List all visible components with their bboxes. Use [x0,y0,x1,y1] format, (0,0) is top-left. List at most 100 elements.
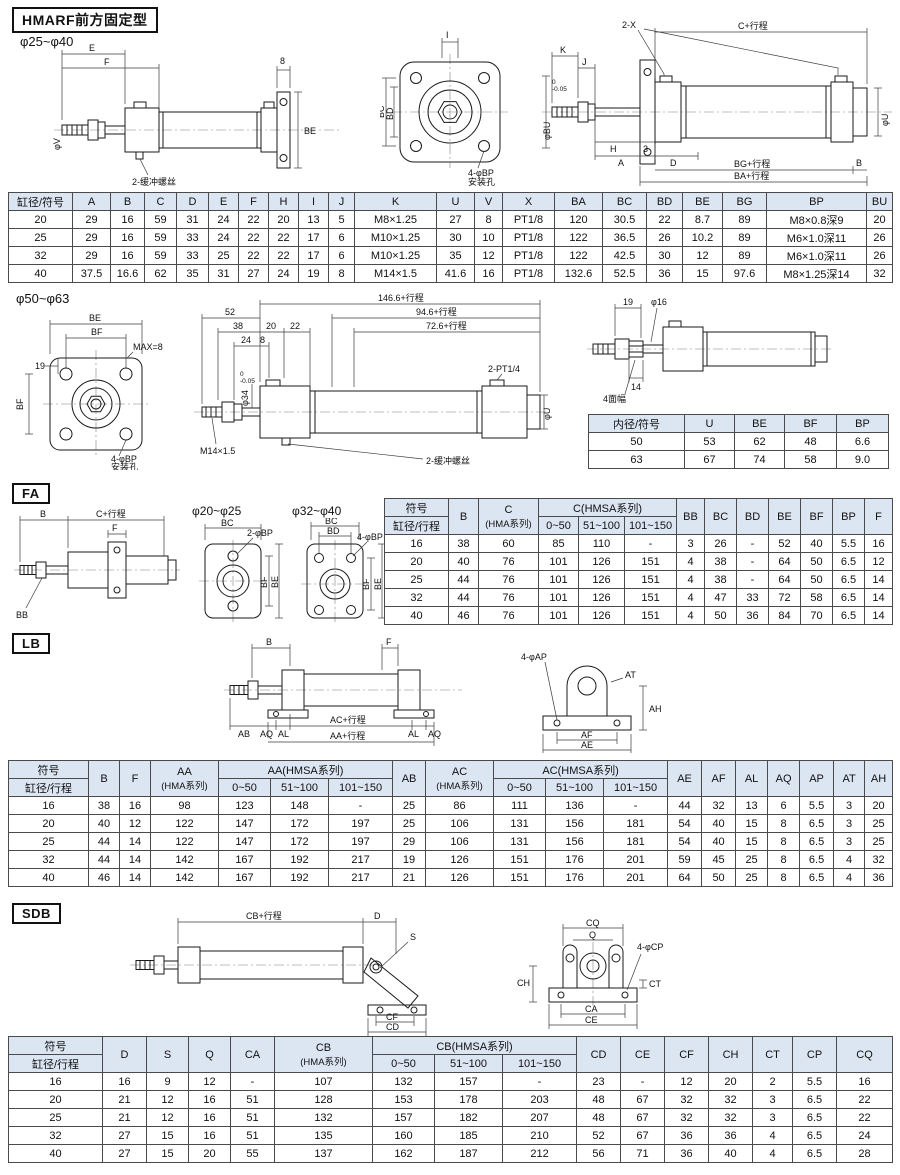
value-cell: 19 [298,264,329,283]
cylinder-outline [551,59,868,165]
value-cell: 6.5 [799,832,835,851]
label-4-flats: 4面幅 [603,393,626,404]
value-cell: 76 [478,552,539,571]
dim-19: 19 [623,297,633,307]
dim-be: BE [270,576,280,588]
value-cell: 22 [268,228,299,247]
dim-be: BE [373,578,383,590]
column-header: CQ [836,1036,894,1073]
value-cell: - [501,1072,578,1091]
page-title: HMARF前方固定型 [12,7,158,33]
value-cell: 201 [603,868,669,887]
dim-k: K [560,45,566,55]
column-header: A [72,192,111,211]
value-cell: 128 [274,1090,373,1109]
hmarf-mount-side-drawing: 2-X C+行程 φBU 0 -0.05 K J H 3 D A BG+行程 B… [542,20,892,186]
value-cell: 147 [218,814,271,833]
value-cell: 101 [538,588,579,607]
dim-94-stroke: 94.6+行程 [416,306,457,317]
row-key-cell: 16 [384,534,449,553]
column-header: C(HMA系列) [478,498,539,535]
value-cell: 14 [864,570,894,589]
value-cell: 48 [576,1108,622,1127]
column-header: BP [836,414,889,433]
value-cell: 40 [708,1144,754,1163]
value-cell: 30.5 [602,210,647,229]
value-cell: 176 [545,868,605,887]
value-cell: 6 [328,246,355,265]
dim-label-f: F [104,57,110,67]
dimension-lines [229,644,435,746]
column-header: AC(HMA系列) [425,760,495,797]
value-cell: 46 [448,606,479,625]
column-header: BF [784,414,837,433]
value-cell: 167 [218,868,271,887]
value-cell: 14 [119,850,151,869]
value-cell: 16 [188,1108,231,1127]
dim-phi-u: φU [880,114,890,126]
value-cell: 45 [701,850,737,869]
value-cell: 29 [72,210,111,229]
value-cell: 14 [119,868,151,887]
column-header: 0~50 [538,516,579,535]
dim-bf-top: BF [91,327,103,337]
column-header: H [268,192,299,211]
value-cell: 14 [864,588,894,607]
fa-flange-2hole-drawing: BC 2-φBP BF BE [199,518,283,622]
header-row: 符号 B C(HMA系列) C(HMSA系列) BB BC BD BE BF B… [384,498,894,535]
value-cell: 51 [230,1090,275,1109]
value-cell: 4 [833,850,866,869]
column-header: I [298,192,329,211]
column-header: E [208,192,239,211]
label-buffer-screw: 2-缓冲螺丝 [426,455,470,466]
value-cell: 151 [493,868,547,887]
value-cell: 22 [238,228,269,247]
column-header: C [144,192,177,211]
value-cell: 6.5 [799,814,835,833]
dimension-table-sdb: 符号 D S Q CA CB(HMA系列) CB(HMSA系列) CD CE C… [8,1036,894,1163]
value-cell: 192 [270,850,329,869]
dim-aq-left: AQ [260,729,273,739]
column-header: F [864,498,894,535]
dim-bg-plus-stroke: BG+行程 [734,158,770,169]
label-buffer-screw: 2-缓冲螺丝 [132,176,176,187]
dim-8: 8 [260,335,265,345]
bore-range-label-1: φ25~φ40 [20,34,74,49]
value-cell: 6.5 [832,606,866,625]
value-cell: 67 [684,450,735,469]
dim-d: D [374,911,381,921]
value-cell: 5.5 [832,534,866,553]
value-cell: 15 [735,814,769,833]
value-cell: 4 [676,552,706,571]
hmarf-front-view-drawing: I BC BD 4-φBP 安装孔 [380,30,508,186]
value-cell: 151 [493,850,547,869]
value-cell: 217 [327,850,394,869]
row-key-cell: 25 [384,570,449,589]
value-cell: 122 [554,228,603,247]
value-cell: 29 [72,246,111,265]
value-cell: 55 [230,1144,275,1163]
value-cell: 97.6 [722,264,767,283]
value-cell: 20 [268,210,299,229]
value-cell: 86 [425,796,495,815]
dim-ac-plus-stroke: AC+行程 [330,714,366,725]
value-cell: 32 [664,1108,710,1127]
column-header: F [238,192,269,211]
value-cell: 35 [436,246,475,265]
label-2-bp-holes: 2-φBP [247,528,273,538]
cylinder-outline [201,379,541,446]
value-cell: 16 [110,210,145,229]
value-cell: M6×1.0深11 [766,246,867,265]
column-header: F [119,760,151,797]
value-cell: 17 [298,228,329,247]
row-key-cell: 32 [8,246,73,265]
hmarf-side-view-drawing: E F 8 BE 2-缓冲螺丝 φV [52,43,340,187]
value-cell: 131 [493,832,547,851]
value-cell: 98 [150,796,219,815]
value-cell: 44 [88,832,120,851]
column-header: AL [735,760,769,797]
